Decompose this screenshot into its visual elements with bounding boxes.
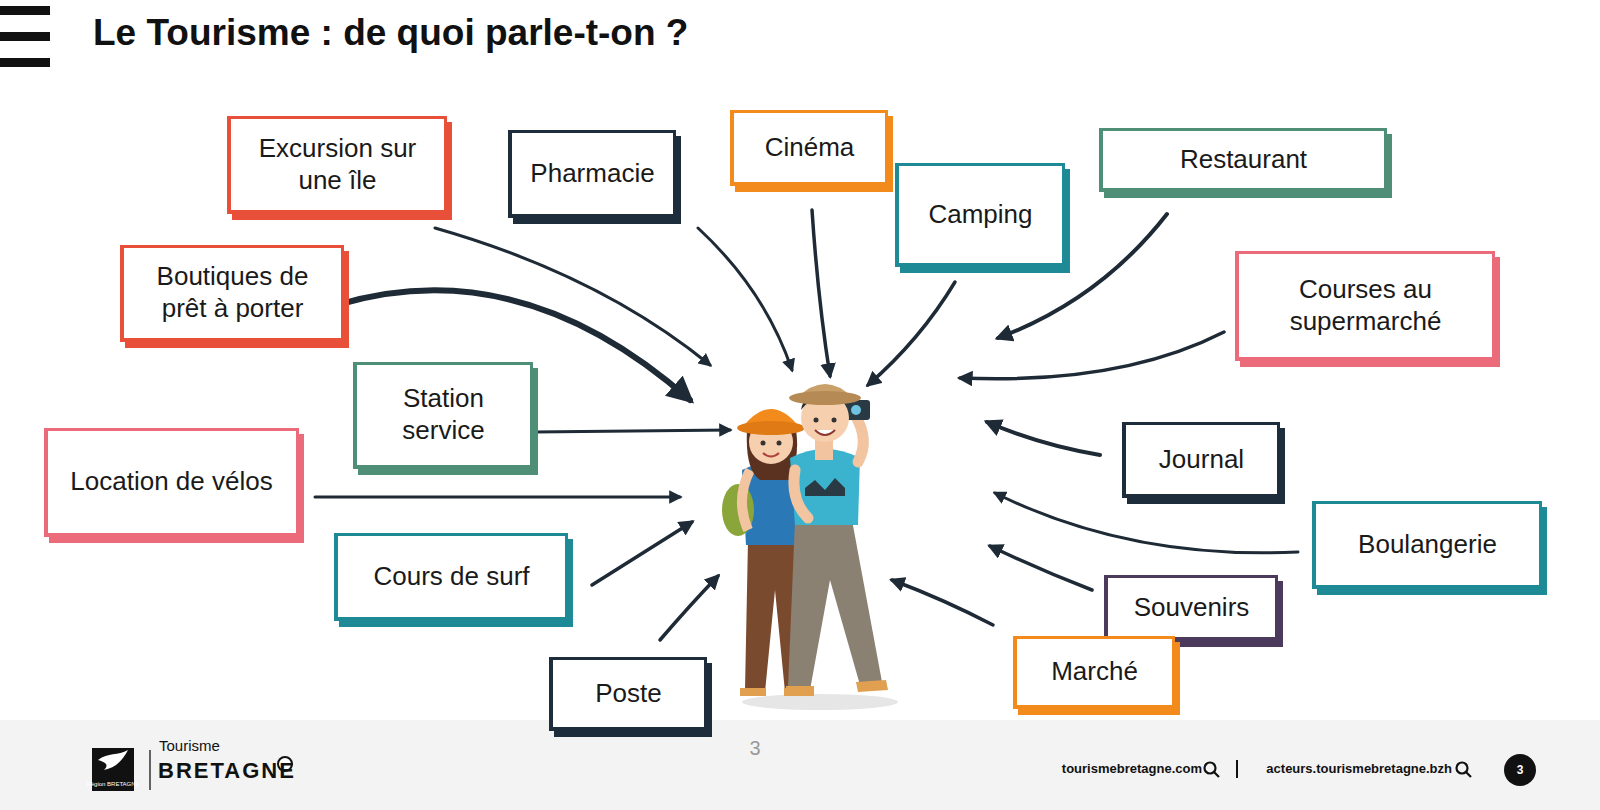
- topic-box: Excursion sur une île: [227, 116, 447, 214]
- web-link: acteurs.tourismebretagne.bzh: [1266, 761, 1452, 776]
- topic-box: Boulangerie: [1312, 501, 1542, 589]
- topic-text: Boutiques de prêt à porter: [136, 261, 330, 323]
- topic-text: Location de vélos: [70, 466, 272, 497]
- topic-box: Courses au supermarché: [1235, 251, 1495, 361]
- topic-text: Marché: [1051, 656, 1138, 687]
- logo-bird: [98, 750, 128, 770]
- topic-text: Excursion sur une île: [243, 133, 433, 195]
- topic-box: Station service: [353, 362, 533, 469]
- topic-box: Cours de surf: [334, 533, 568, 621]
- topic-box: Journal: [1122, 422, 1280, 498]
- topic-box: Cinéma: [730, 110, 888, 186]
- page-badge: [1504, 754, 1536, 786]
- logo-divider: [149, 750, 151, 790]
- brand-text: BRETAGNE: [158, 758, 296, 784]
- topic-text: Journal: [1159, 444, 1244, 475]
- topic-box: Location de vélos: [44, 428, 299, 537]
- page-number: 3: [1517, 763, 1524, 777]
- topic-text: Cinéma: [765, 132, 855, 163]
- topic-text: Courses au supermarché: [1251, 274, 1481, 336]
- brand-text: Tourisme: [159, 737, 220, 754]
- topic-box: Camping: [895, 163, 1065, 267]
- topic-box: Pharmacie: [508, 130, 676, 218]
- topic-text: Poste: [595, 678, 662, 709]
- tourists-illustration: [722, 384, 898, 710]
- topic-box: Souvenirs: [1104, 575, 1278, 641]
- topic-text: Cours de surf: [373, 561, 529, 592]
- topic-box: Marché: [1013, 636, 1175, 709]
- page-number: 3: [749, 737, 760, 760]
- page-title: Le Tourisme : de quoi parle-t-on ?: [93, 12, 688, 54]
- topic-text: Restaurant: [1180, 144, 1307, 175]
- topic-box: Restaurant: [1099, 128, 1387, 192]
- topic-text: Souvenirs: [1134, 592, 1250, 623]
- logo-text: Région BRETAGNE: [86, 781, 139, 787]
- web-link: tourismebretagne.com: [1062, 761, 1202, 776]
- footer-band: [0, 720, 1600, 810]
- topic-text: Boulangerie: [1358, 529, 1497, 560]
- topic-box: Boutiques de prêt à porter: [120, 245, 344, 342]
- topic-text: Camping: [928, 199, 1032, 230]
- topic-text: Station service: [369, 383, 519, 445]
- menu-icon: [0, 6, 50, 67]
- topic-box: Poste: [549, 657, 707, 731]
- footer-separator: [1236, 760, 1238, 778]
- topic-text: Pharmacie: [530, 158, 654, 189]
